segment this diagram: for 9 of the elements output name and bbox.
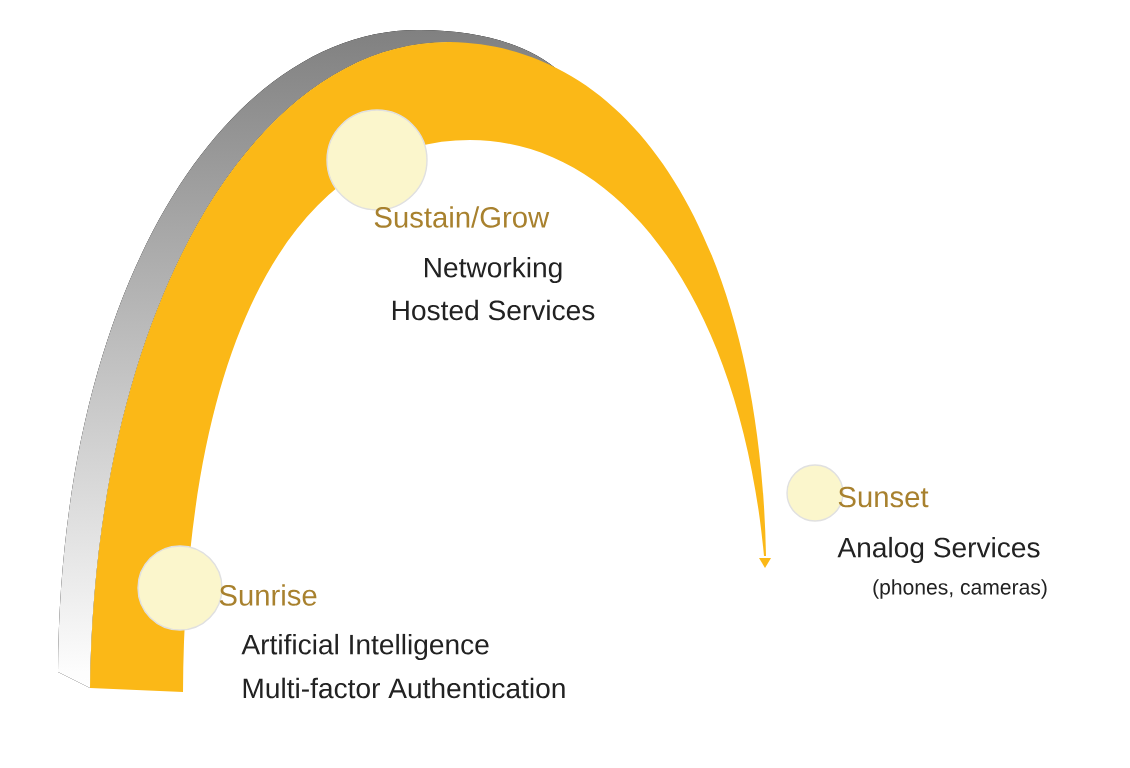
item-label: Hosted Services (392, 299, 595, 321)
stage-heading: Sustain/Grow (374, 206, 550, 228)
item-label: Multi-factor Authentication (243, 677, 565, 699)
item-label: Analog Services (837, 536, 1040, 564)
stage-heading: Sunset (838, 486, 929, 508)
item-label: Networking (425, 256, 562, 284)
stage-heading: Sunrise (219, 584, 317, 606)
item-label: Artificial Intelligence (241, 633, 489, 661)
item-note: (phones, cameras) (873, 579, 1047, 599)
